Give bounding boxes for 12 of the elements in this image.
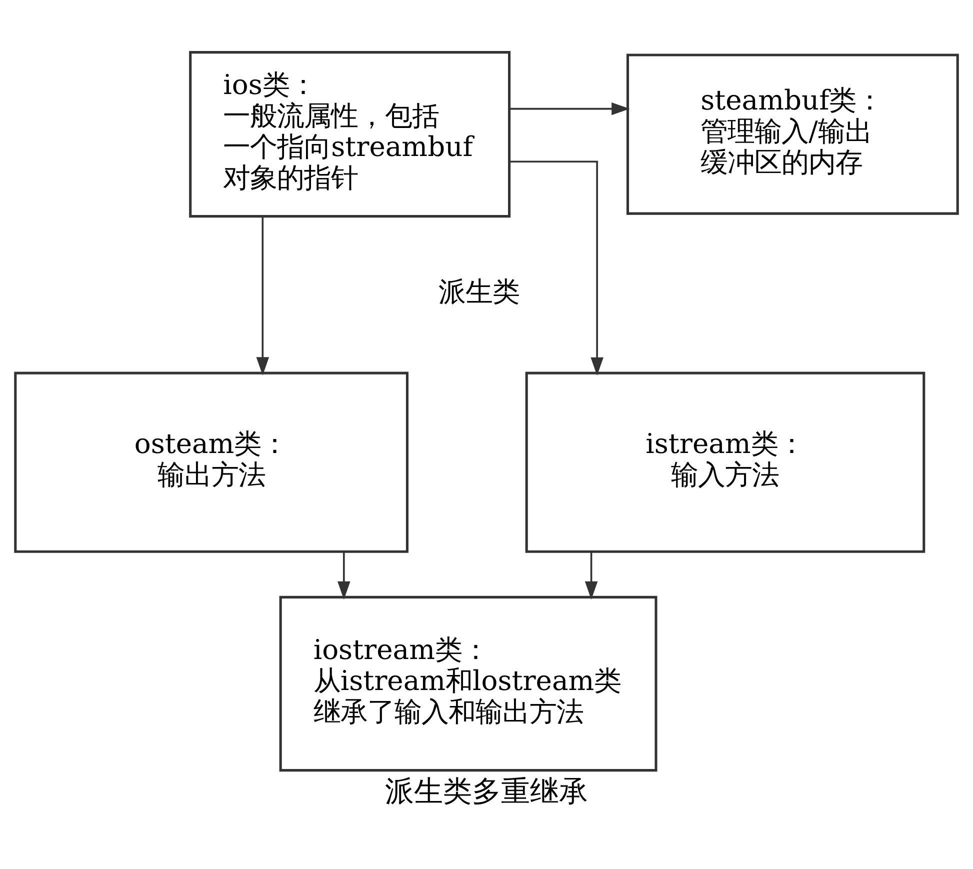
arrow bbox=[256, 216, 270, 375]
node-box: ios类： 一般流属性，包括一个指向streambuf对象的指针 bbox=[189, 50, 511, 218]
arrow bbox=[510, 102, 630, 115]
arrow bbox=[584, 551, 598, 600]
arrow bbox=[510, 160, 604, 376]
node-box: steambuf类： 管理输入/输出缓冲区的内存 bbox=[626, 53, 959, 214]
caption: 派生类多重继承 bbox=[385, 773, 588, 808]
arrow bbox=[338, 551, 350, 600]
node-box: istream类： 输入方法 bbox=[525, 371, 926, 552]
label: 派生类 bbox=[438, 276, 520, 308]
node-box: osteam类： 输出方法 bbox=[14, 371, 408, 552]
node-box: iostream类： 从istream和lostream类继承了输入和输出方法 bbox=[279, 595, 658, 772]
